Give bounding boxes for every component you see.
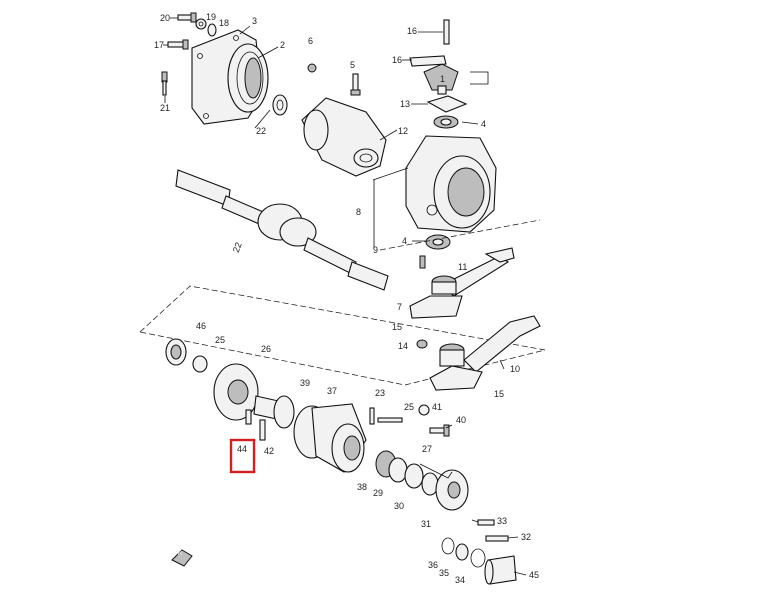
callout: 26 [261,344,271,354]
callout: 22 [231,241,244,254]
callout: 23 [375,388,385,398]
steering-arm-10 [429,315,541,391]
washer-20 [195,18,207,30]
callout: 20 [160,13,170,23]
callout: 6 [308,36,313,46]
callout-highlighted: 44 [237,444,247,454]
seal-40 [273,395,295,429]
spacer-23 [272,94,288,116]
callout: 21 [160,103,170,113]
callout: 27 [422,444,432,454]
bolt-21 [177,12,197,23]
gasket-13 [426,95,468,113]
callout: 38 [357,482,367,492]
callout: 11 [458,262,467,272]
bolt-5 [350,73,361,96]
hub-cap-45 [484,555,517,585]
callout: 29 [373,488,383,498]
callout: 4 [402,236,407,246]
callout: 1 [440,74,445,84]
callout: 19 [206,12,216,22]
wheel-hub-38 [293,403,367,473]
steering-knuckle-8 [405,135,497,233]
washer-42 [418,404,430,416]
bolt-41 [429,424,450,437]
callout: 37 [327,386,337,396]
kingpin-7 [409,275,463,319]
highlight-box-callout-44 [229,438,256,474]
callout: 42 [264,446,274,456]
oil-seal-46 [165,338,187,366]
callout: 30 [394,501,404,511]
callout: 45 [529,570,539,580]
callout: 16 [392,55,402,65]
o-ring-35 [470,548,486,568]
bolt-18 [167,39,189,50]
callout: 40 [456,415,466,425]
drive-flange-32 [435,469,469,511]
callout: 7 [397,302,402,312]
bolt-17 [443,19,450,45]
callout: 5 [350,60,355,70]
drive-shaft [175,169,389,291]
callout: 35 [439,568,449,578]
callout: 8 [356,207,361,217]
ring-30 [388,457,408,483]
bushing-26 [192,355,208,373]
seal-19 [207,23,217,37]
stud-25-b [369,407,375,425]
ring-29 [404,463,424,489]
oil-seal-ring-2 [227,43,269,113]
nut-14 [416,339,428,349]
callout: 4 [481,119,486,129]
guide-lower-outline [139,285,546,386]
guide-upper [379,219,541,251]
front-direction-arrow-icon [171,549,193,567]
bolt-34 [477,519,495,526]
callout: 9 [373,245,378,255]
callout: 17 [154,40,164,50]
callout: 2 [280,40,285,50]
washer-36 [455,543,469,561]
bolt-43 [259,419,266,441]
bolt-33 [485,535,509,542]
kingpin-cap-1 [423,63,459,95]
shim-16 [409,55,447,67]
callout: 36 [428,560,438,570]
bolt-22 [161,71,168,96]
callout: 46 [196,321,206,331]
snap-ring-37 [441,537,455,555]
callout: 41 [432,402,442,412]
callout: 10 [510,364,520,374]
callout: 34 [455,575,465,585]
callout-labels: 1 2 3 4 4 5 6 7 8 9 10 11 12 13 14 15 15… [154,12,539,585]
bolt-44 [245,409,252,425]
leader-8 [372,167,409,181]
pin-9 [419,255,426,269]
callout: 39 [300,378,310,388]
callout: 25 [215,335,225,345]
knuckle-housing-12 [301,97,387,177]
callout: 18 [219,18,229,28]
callout: 15 [494,389,504,399]
stud-25-a [377,417,403,423]
front-arrow-label: FR [174,551,183,557]
callout: 16 [407,26,417,36]
callout: 12 [398,126,408,136]
callout: 32 [521,532,531,542]
callout: 33 [497,516,507,526]
callout: 14 [398,341,408,351]
callout: 15 [392,322,402,332]
callout: 31 [421,519,431,529]
plug-6 [307,63,317,73]
leader-lines [163,17,527,576]
callout: 22 [256,126,266,136]
bearing-4-lower [425,234,451,250]
callout: 25 [404,402,414,412]
bearing-4-upper [433,115,459,129]
callout: 3 [252,16,257,26]
callout: 13 [400,99,410,109]
